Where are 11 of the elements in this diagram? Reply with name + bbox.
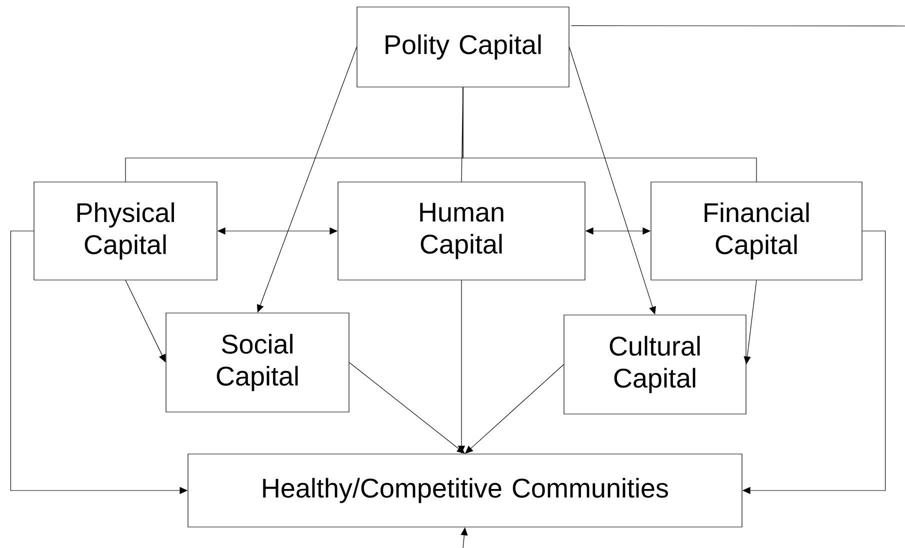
capital-box: Social Capital [166, 312, 350, 412]
capital-box: Cultural Capital [564, 314, 746, 414]
capital-box: Polity Capital [356, 6, 570, 88]
arrow [125, 280, 166, 362]
connector-line [571, 25, 905, 26]
capital-box: Financial Capital [650, 182, 862, 280]
capital-box: Human Capital [338, 182, 586, 280]
capital-box: Physical Capital [34, 182, 218, 280]
connector-line [462, 87, 757, 182]
capital-box: Healthy/Competitive Communities [188, 454, 742, 528]
arrow [744, 280, 757, 364]
